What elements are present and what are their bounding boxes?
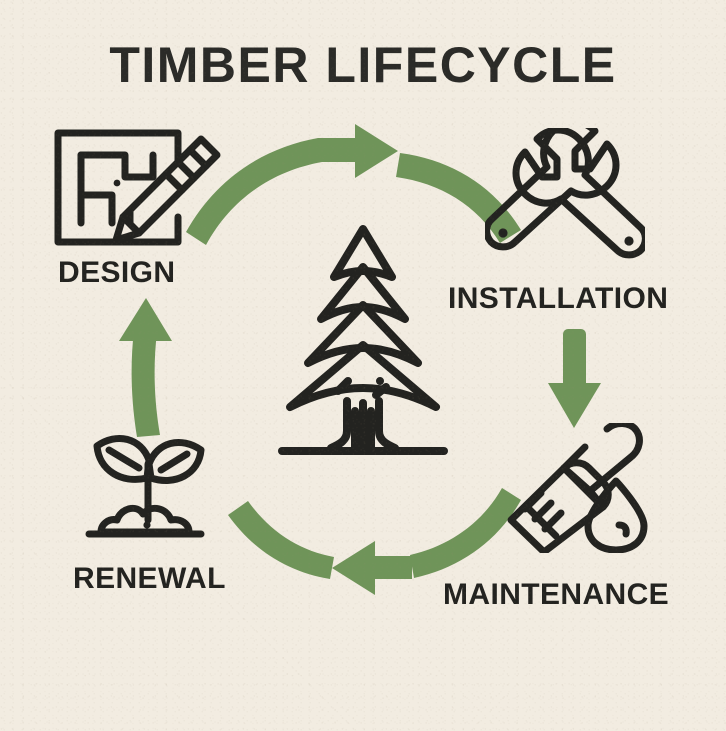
arrow-up-icon	[119, 298, 172, 437]
crossed-wrenches-icon	[483, 118, 649, 278]
arrow-down-icon	[548, 329, 601, 428]
seedling-soil-icon	[83, 412, 213, 552]
curved-arrow-left-icon	[228, 488, 521, 595]
blueprint-pencil-icon	[50, 125, 230, 255]
pine-tree-icon	[268, 215, 458, 470]
soil-dot	[143, 521, 151, 529]
page-title: TIMBER LIFECYCLE	[109, 37, 617, 93]
stage-label-maintenance: MAINTENANCE	[443, 578, 670, 611]
stage-label-design: DESIGN	[58, 256, 176, 289]
blueprint-dot	[113, 179, 121, 187]
stage-label-installation: INSTALLATION	[448, 282, 669, 315]
paintbrush-droplet-icon	[497, 420, 652, 558]
stage-label-renewal: RENEWAL	[73, 562, 226, 595]
